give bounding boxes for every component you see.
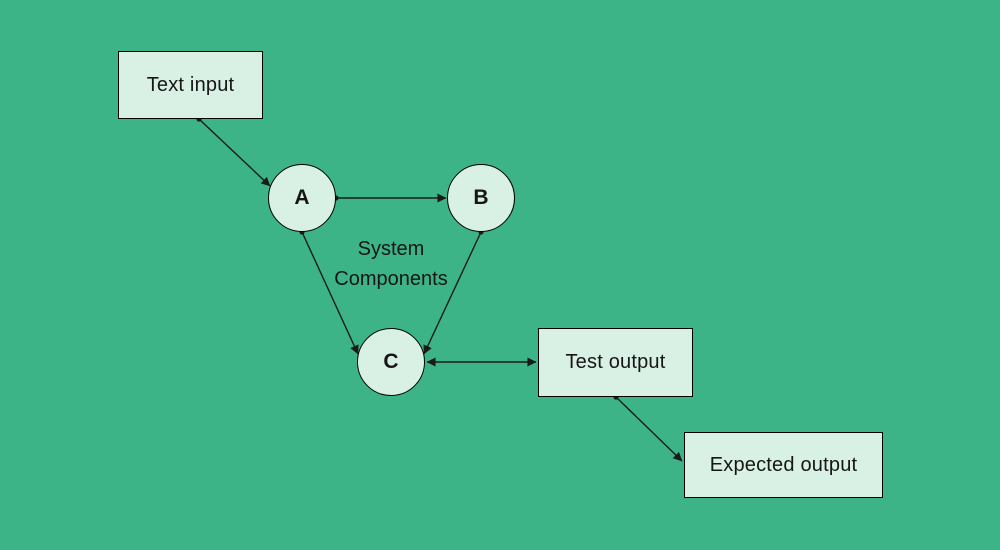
node-c: C bbox=[357, 328, 425, 396]
node-expected-output: Expected output bbox=[684, 432, 883, 498]
node-a: A bbox=[268, 164, 336, 232]
node-test-output-label: Test output bbox=[565, 351, 666, 373]
system-components-line2: Components bbox=[334, 268, 448, 290]
node-text-input: Text input bbox=[118, 51, 263, 119]
node-a-label: A bbox=[294, 186, 310, 209]
edge-a-to-c bbox=[299, 229, 359, 355]
system-components-label: System Components bbox=[334, 234, 447, 294]
node-test-output: Test output bbox=[538, 328, 693, 397]
node-c-label: C bbox=[383, 350, 399, 373]
node-b: B bbox=[447, 164, 515, 232]
edge-b-to-c bbox=[423, 229, 484, 355]
system-components-line1: System bbox=[357, 238, 425, 260]
node-text-input-label: Text input bbox=[146, 73, 235, 96]
node-expected-output-label: Expected output bbox=[709, 453, 858, 476]
node-b-label: B bbox=[473, 186, 489, 209]
edge-test-output-to-expected-output bbox=[613, 394, 683, 462]
edge-text-input-to-a bbox=[196, 116, 271, 187]
